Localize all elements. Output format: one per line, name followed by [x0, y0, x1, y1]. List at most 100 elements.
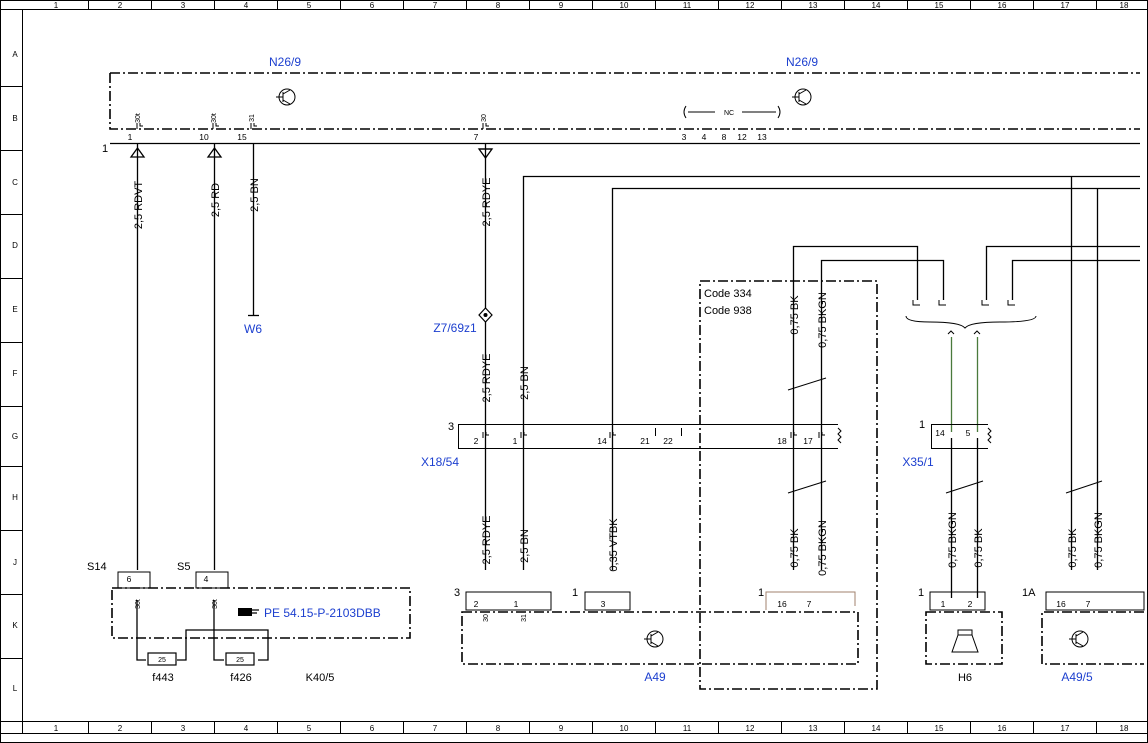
row-ruler: A B C D E F G H J K L	[0, 50, 22, 693]
col-bottom: 17	[1061, 724, 1070, 733]
pin-label: 21	[640, 436, 650, 446]
pin-label: 3	[601, 599, 606, 609]
wire-label: 0,75 BKGN	[1093, 512, 1105, 568]
pin-label: 16	[777, 599, 787, 609]
col-bottom: 15	[935, 724, 944, 733]
pin-label: 30	[483, 614, 490, 622]
col-bottom: 10	[620, 724, 629, 733]
f426-label: f426	[230, 672, 251, 684]
transistor-icon	[1069, 630, 1089, 648]
col-top: 11	[683, 1, 692, 10]
wire-label: 0,75 BKGN	[817, 292, 829, 348]
pin-label: 30t	[212, 599, 219, 609]
pin-label: 22	[663, 436, 673, 446]
pin-label: 3	[682, 132, 687, 142]
col-bottom: 8	[496, 724, 501, 733]
row-letter: E	[12, 305, 17, 314]
pin-label: 2	[474, 599, 479, 609]
col-bottom: 7	[433, 724, 438, 733]
h6-speaker: 1 1 2 H6	[918, 587, 1003, 684]
connector-number: 1	[919, 419, 925, 431]
row-letter: H	[12, 493, 18, 502]
wire-label: 2,5 RDYE	[481, 516, 493, 565]
connector-number: 1A	[1022, 587, 1036, 599]
code-938-label: Code 938	[704, 305, 752, 317]
pin-label: 14	[935, 428, 945, 438]
s5-label: S5	[177, 561, 190, 573]
x35-1-connector: 1 X35/1 14 5	[902, 419, 992, 469]
wire-label: 0,75 BK	[973, 528, 985, 568]
connector-number: 3	[454, 587, 460, 599]
k40-5-fuse-box: S14 S5 6 4 30t 30t PE 54.15-P-2103DBB 25…	[87, 561, 411, 684]
col-bottom: 5	[307, 724, 312, 733]
fuse-rating: 25	[236, 657, 244, 664]
col-top: 2	[118, 1, 123, 10]
pin-label: 1	[513, 436, 518, 446]
code-334-label: Code 334	[704, 288, 752, 300]
fuse-rating: 25	[158, 657, 166, 664]
pin-label: 2	[474, 436, 479, 446]
row-letter: D	[12, 241, 18, 250]
row-letter: B	[12, 114, 17, 123]
connector-number: 1	[918, 587, 924, 599]
pin-label: 12	[737, 132, 747, 142]
pin-label: 15	[237, 132, 247, 142]
pin-label: 6	[127, 574, 132, 584]
col-bottom: 18	[1120, 724, 1129, 733]
wire-label: 0,75 BK	[789, 295, 801, 335]
pin-label: 8	[722, 132, 727, 142]
fuse-icon: 25	[147, 652, 177, 666]
wire-label: 2,5 RDYE	[481, 178, 493, 227]
pin-label: 30	[481, 114, 488, 122]
a49-module: 3 2 1 1 3 30 31 A49 1 16 7	[454, 587, 859, 684]
fuse-icon: 25	[225, 652, 255, 666]
col-bottom: 11	[683, 724, 692, 733]
pin-label: 30t	[135, 599, 142, 609]
n26-9-label-left: N26/9	[269, 55, 301, 69]
code-box: Code 334 Code 938	[699, 280, 878, 690]
pin-label: 7	[474, 132, 479, 142]
f443-label: f443	[152, 672, 173, 684]
pin-label: 1	[514, 599, 519, 609]
a49-label: A49	[644, 670, 666, 684]
col-bottom: 12	[746, 724, 755, 733]
wire-pair-right: 0,75 BK 0,75 BKGN	[981, 176, 1140, 570]
pin-label: 31	[521, 614, 528, 622]
a49-5-module: 1A 16 7 A49/5	[1022, 587, 1145, 684]
col-top: 18	[1120, 1, 1129, 10]
pin-label: 16	[1056, 599, 1066, 609]
transistor-icon	[644, 630, 664, 648]
col-top: 8	[496, 1, 501, 10]
wire-pair-bk-bkgn: 0,75 BK 0,75 BKGN 0,75 BK 0,75 BKGN	[787, 245, 946, 576]
pin-label: 2	[968, 599, 973, 609]
pin-label: 31	[249, 114, 256, 122]
wire-rdye: 2,5 RDYE Z7/69z1 2,5 RDYE 2,5 RDYE	[433, 143, 494, 570]
wire-label: 0,75 BK	[789, 528, 801, 568]
n26-9-label-right: N26/9	[786, 55, 818, 69]
col-top: 5	[307, 1, 312, 10]
col-bottom: 1	[54, 724, 59, 733]
col-top: 17	[1061, 1, 1070, 10]
col-top: 4	[244, 1, 249, 10]
wire-bn-center: 2,5 BN 2,5 BN	[519, 175, 1140, 570]
splice-icon	[478, 307, 493, 323]
w6-label: W6	[244, 322, 262, 336]
pin-label: 18	[777, 436, 787, 446]
brace	[905, 315, 1037, 329]
pin-label: 7	[1086, 599, 1091, 609]
wire-label: 2,5 BN	[519, 366, 531, 400]
wire-label: 2,5 RDYE	[481, 354, 493, 403]
col-bottom: 2	[118, 724, 123, 733]
row-letter: K	[12, 621, 18, 630]
pin-label: 1	[941, 599, 946, 609]
connector-number: 3	[448, 421, 454, 433]
row-letter: L	[13, 684, 18, 693]
row-letter: C	[12, 178, 18, 187]
col-bottom: 14	[872, 724, 881, 733]
k40-5-label: K40/5	[306, 672, 335, 684]
z7-69z1-label: Z7/69z1	[433, 321, 477, 335]
x35-1-label: X35/1	[902, 455, 934, 469]
pe-reference-link[interactable]: PE 54.15-P-2103DBB	[264, 606, 381, 620]
wire-rdvt: 2,5 RDVT	[129, 143, 146, 570]
